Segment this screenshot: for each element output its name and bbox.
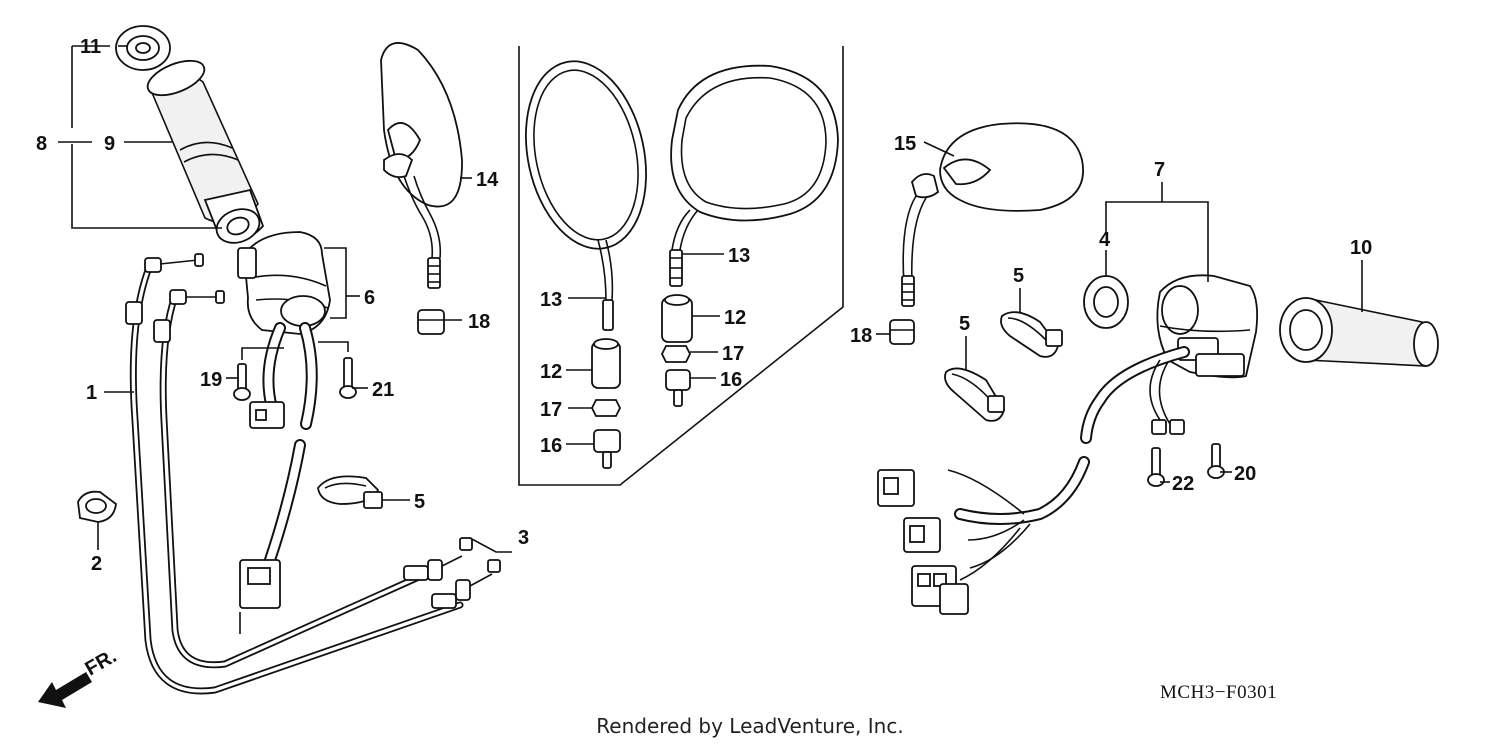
callout-3[interactable]: 3 — [518, 527, 529, 549]
callout-9[interactable]: 9 — [104, 133, 115, 155]
callout-5-left[interactable]: 5 — [414, 491, 425, 513]
mirror-right[interactable] — [901, 122, 1084, 307]
wire-band-right-lower[interactable] — [944, 367, 1005, 422]
callout-18-left[interactable]: 18 — [468, 311, 490, 333]
callout-5-right-upper[interactable]: 5 — [1013, 265, 1024, 287]
callout-19[interactable]: 19 — [200, 369, 222, 391]
callout-17-right[interactable]: 17 — [722, 343, 744, 365]
callout-17-left[interactable]: 17 — [540, 399, 562, 421]
mirror-adapter-left[interactable] — [417, 309, 445, 335]
switch-seal[interactable] — [1083, 275, 1129, 329]
callout-21[interactable]: 21 — [372, 379, 394, 401]
diagram-code: MCH3−F0301 — [1160, 682, 1278, 703]
mirror-adapter-right[interactable] — [889, 319, 915, 345]
callout-7[interactable]: 7 — [1154, 159, 1165, 181]
callout-15[interactable]: 15 — [894, 133, 916, 155]
callout-22[interactable]: 22 — [1172, 473, 1194, 495]
leader-lines — [58, 45, 1363, 553]
callout-2[interactable]: 2 — [91, 553, 102, 575]
callout-1[interactable]: 1 — [86, 382, 97, 404]
callout-13-right[interactable]: 13 — [728, 245, 750, 267]
screws-left[interactable] — [233, 357, 357, 401]
inset-mirror-b[interactable] — [660, 64, 839, 407]
callout-12-left[interactable]: 12 — [540, 361, 562, 383]
callout-16-right[interactable]: 16 — [720, 369, 742, 391]
left-switch-housing[interactable] — [237, 231, 331, 634]
front-direction-arrow: FR. — [38, 645, 120, 708]
callout-10[interactable]: 10 — [1350, 237, 1372, 259]
footer-credit: Rendered by LeadVenture, Inc. — [596, 714, 904, 738]
right-grip[interactable] — [1279, 297, 1439, 367]
callout-5-right-lower[interactable]: 5 — [959, 313, 970, 335]
left-grip-assembly[interactable] — [115, 25, 265, 249]
callout-13-left[interactable]: 13 — [540, 289, 562, 311]
callout-6[interactable]: 6 — [364, 287, 375, 309]
callout-14[interactable]: 14 — [476, 169, 499, 191]
screws-right[interactable] — [1147, 443, 1225, 487]
callout-4[interactable]: 4 — [1099, 229, 1111, 251]
right-switch-housing[interactable] — [877, 274, 1259, 615]
mirror-left[interactable] — [380, 42, 463, 289]
wire-band-right-upper[interactable] — [1000, 311, 1063, 358]
callout-16-left[interactable]: 16 — [540, 435, 562, 457]
callout-20[interactable]: 20 — [1234, 463, 1256, 485]
callout-11[interactable]: 11 — [80, 36, 101, 58]
throttle-cables[interactable] — [125, 253, 501, 695]
cable-clamp[interactable] — [77, 490, 117, 523]
wire-band-left[interactable] — [317, 475, 383, 509]
mirror-variants-inset — [518, 46, 844, 486]
callout-18-right[interactable]: 18 — [850, 325, 872, 347]
inset-mirror-a[interactable] — [510, 50, 663, 469]
callout-labels: 11 8 9 1 2 3 6 19 21 5 14 18 13 13 12 12… — [36, 36, 1372, 575]
callout-12-right[interactable]: 12 — [724, 307, 746, 329]
callout-8[interactable]: 8 — [36, 133, 47, 155]
